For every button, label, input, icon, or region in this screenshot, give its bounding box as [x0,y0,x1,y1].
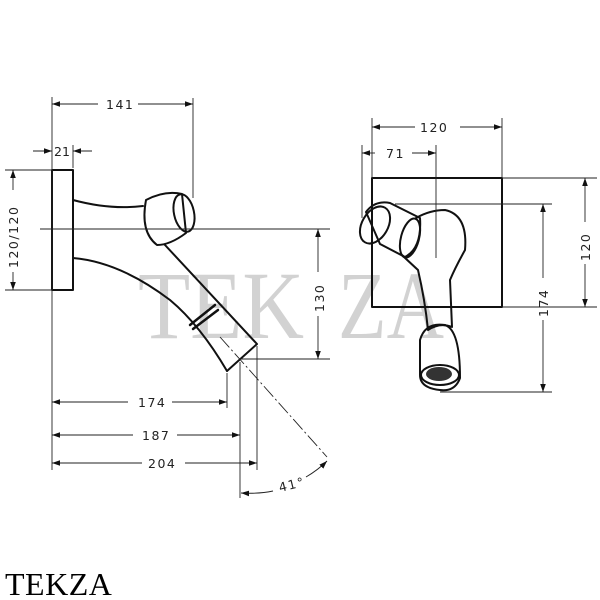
wall-plate [51,169,74,291]
dim-120-120: 120/120 [6,206,21,268]
dim-141: 141 [106,97,134,112]
spout-outlet [420,364,460,386]
watermark-part-right: ZA [338,252,444,359]
body-lower-contour [72,257,228,372]
body-upper-contour [72,199,144,209]
dim-204: 204 [148,456,176,471]
handle [143,191,196,246]
handle-knob [358,201,422,259]
lever-body [401,209,467,331]
dim-120-height: 120 [578,233,593,261]
spout-ring [188,303,220,331]
front-view: 120 71 120 174 [358,118,597,393]
spout [419,323,461,392]
dim-21: 21 [54,144,70,159]
dim-187: 187 [142,428,170,443]
side-view: 141 21 120/120 130 174 187 204 41° [5,97,330,498]
aerator-icon [426,367,452,381]
watermark: TEK ZA [138,252,444,359]
dim-174-front: 174 [536,289,551,317]
dim-174-side: 174 [138,395,166,410]
dim-71: 71 [386,146,405,161]
dim-130: 130 [312,284,327,312]
brand-logo: TEKZA [5,566,113,600]
spout [164,244,258,372]
dim-41-deg: 41° [277,474,306,495]
dim-120-width: 120 [420,120,448,135]
